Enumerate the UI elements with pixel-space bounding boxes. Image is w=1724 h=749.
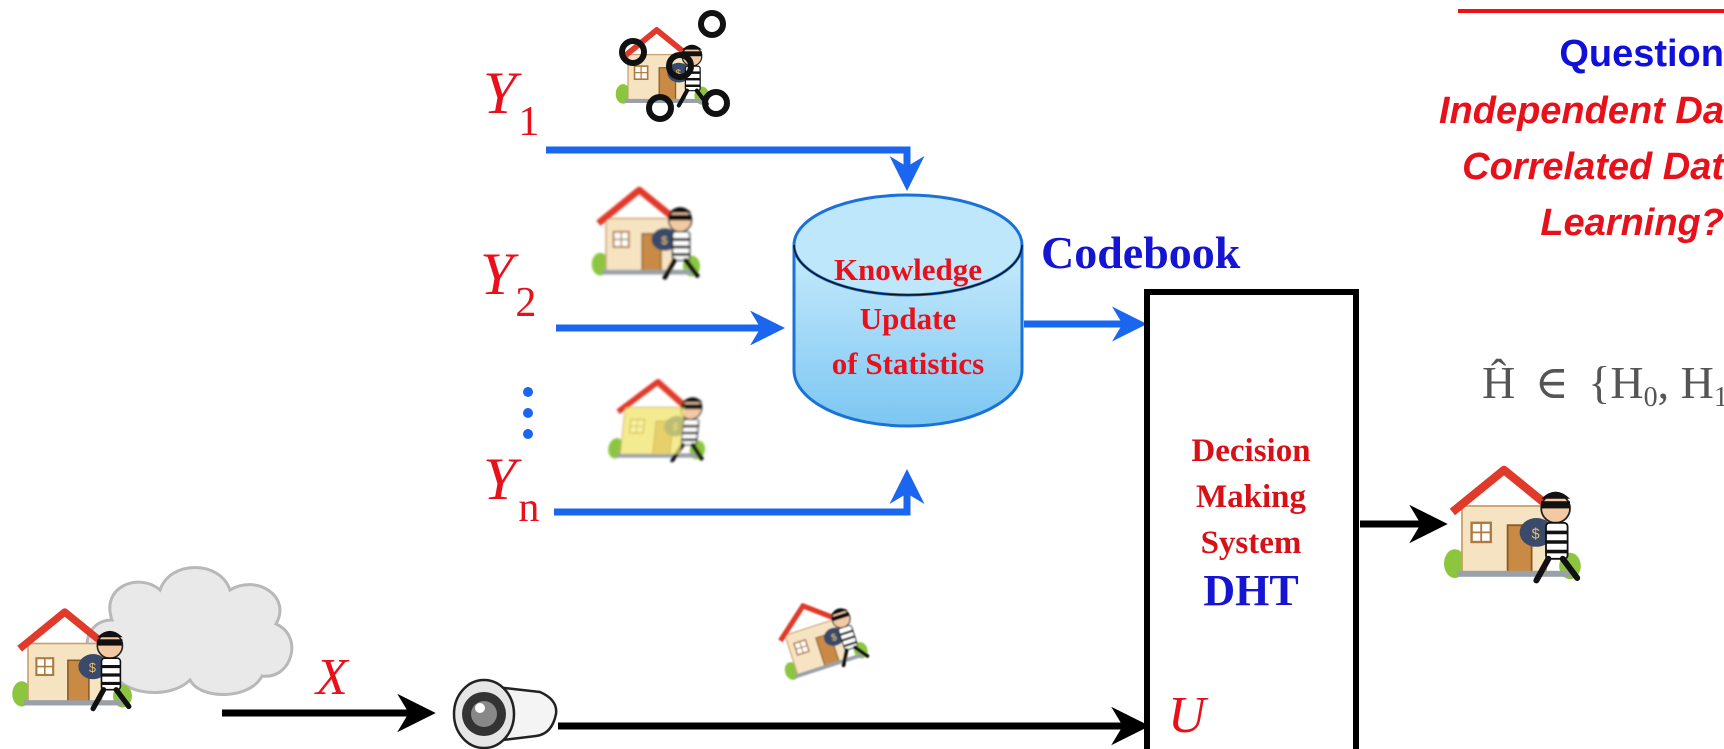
y2-main: Y: [480, 241, 519, 307]
h-set-open: {H: [1588, 357, 1643, 408]
db-line-2: Update: [860, 301, 956, 336]
yn-arrow: [554, 469, 925, 516]
ellipsis-dots: [523, 387, 533, 439]
h-sub1: 1: [1714, 382, 1724, 413]
blindfold-rings: [619, 10, 730, 122]
x-label: X: [314, 649, 350, 706]
svg-text:Ĥ ∈ {H0, H1}: Ĥ ∈ {H0, H1}: [1482, 357, 1724, 413]
svg-text:Y1: Y1: [483, 60, 539, 145]
db-line-3: of Statistics: [832, 346, 984, 381]
y2-label: Y2: [480, 241, 536, 326]
question-line-2: Correlated Dat: [1462, 146, 1724, 188]
h-comma: , H: [1658, 357, 1714, 408]
dm-line-3: System: [1201, 525, 1302, 561]
yn-label: Yn: [483, 446, 539, 531]
h-in: ∈: [1535, 357, 1569, 408]
knowledge-database: Knowledge Update of Statistics: [792, 193, 1024, 428]
yn-sub: n: [518, 485, 539, 531]
db-line-1: Knowledge: [834, 252, 982, 287]
yn-main: Y: [483, 446, 522, 512]
dm-line-2: Making: [1196, 479, 1307, 515]
cloud-icon: [85, 566, 294, 696]
question-line-1: Independent Da: [1439, 90, 1724, 132]
dm-line-1: Decision: [1191, 433, 1310, 469]
svg-text:Yn: Yn: [483, 446, 539, 531]
h-hat: Ĥ: [1482, 357, 1515, 408]
question-line-3: Learning?: [1540, 202, 1724, 244]
decision-system-box: Decision Making System DHT U: [1144, 289, 1359, 749]
y2-sub: 2: [515, 280, 536, 326]
question-block: Question Independent Da Correlated Dat L…: [1439, 33, 1724, 244]
output-scene-icon: [1444, 470, 1581, 580]
h-sub0: 0: [1644, 382, 1658, 413]
dm-acronym: DHT: [1203, 566, 1298, 615]
y1-main: Y: [483, 60, 522, 126]
y1-sub: 1: [518, 99, 539, 145]
y1-label: Y1: [483, 60, 539, 145]
codebook-label: Codebook: [1041, 227, 1241, 278]
y2-scene-icon: [592, 190, 700, 277]
camera-icon: [452, 678, 558, 749]
y1-arrow: [546, 146, 925, 191]
question-heading: Question: [1559, 33, 1724, 75]
hypothesis-label: Ĥ ∈ {H0, H1}: [1482, 357, 1724, 413]
yn-scene-icon: [607, 382, 712, 460]
u-label: U: [1168, 687, 1209, 744]
u-scene-icon: [767, 591, 870, 683]
svg-text:Y2: Y2: [480, 241, 536, 326]
